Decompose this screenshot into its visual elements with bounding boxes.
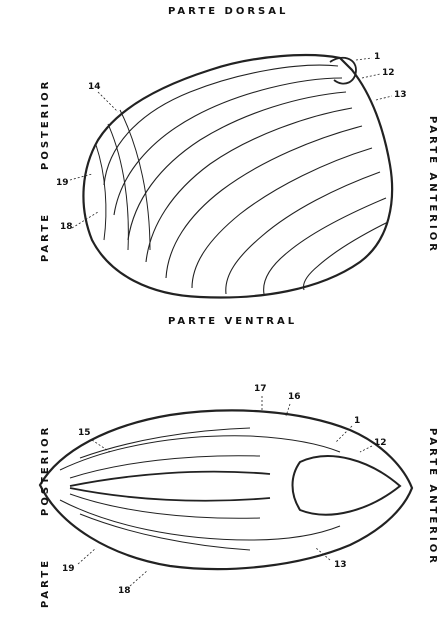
callout-15: 15 xyxy=(78,428,91,438)
callout-18: 18 xyxy=(60,222,73,232)
label-parte-posterior-1: PARTE xyxy=(40,212,51,262)
label-parte-anterior-top: PARTE ANTERIOR xyxy=(427,116,438,254)
callout-13: 13 xyxy=(394,90,407,100)
callout-16: 16 xyxy=(288,392,301,402)
label-parte-posterior-b2: POSTERIOR xyxy=(40,425,51,516)
callout-14: 14 xyxy=(88,82,101,92)
callout-12-bottom: 12 xyxy=(374,438,387,448)
callout-18-bottom: 18 xyxy=(118,586,131,596)
label-parte-ventral: PARTE VENTRAL xyxy=(168,316,297,327)
label-parte-posterior-2: POSTERIOR xyxy=(40,79,51,170)
shell-lateral-view xyxy=(70,55,392,297)
callout-19-bottom: 19 xyxy=(62,564,75,574)
callout-12: 12 xyxy=(382,68,395,78)
callout-19: 19 xyxy=(56,178,69,188)
label-parte-posterior-b1: PARTE xyxy=(40,558,51,608)
callout-1-bottom: 1 xyxy=(354,416,360,426)
label-parte-anterior-bottom: PARTE ANTERIOR xyxy=(427,428,438,566)
callout-13-bottom: 13 xyxy=(334,560,347,570)
label-parte-dorsal: PARTE DORSAL xyxy=(168,6,288,17)
callout-1: 1 xyxy=(374,52,380,62)
callout-17: 17 xyxy=(254,384,267,394)
